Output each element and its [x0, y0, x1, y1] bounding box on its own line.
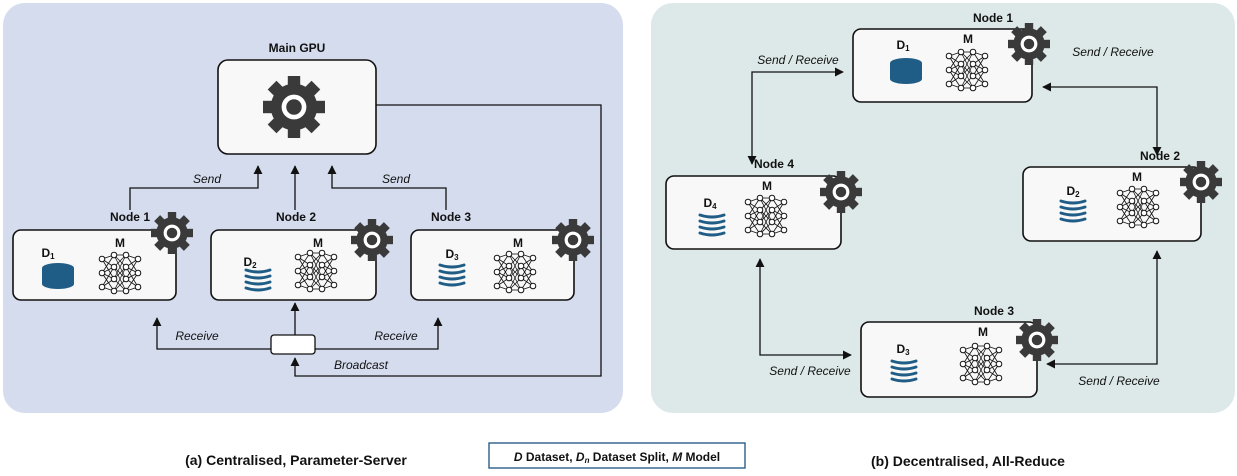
right-node1-gear-icon [1008, 23, 1050, 65]
broadcast-label: Broadcast [334, 358, 389, 372]
link-node1-node2 [1042, 82, 1162, 156]
right-node1-title: Node 1 [973, 11, 1013, 25]
left-node2-title: Node 2 [276, 210, 316, 224]
left-node1-dataset-label: D1 [41, 246, 55, 261]
left-node1-box [12, 229, 177, 301]
send-receive-label-bottom-right: Send / Receive [1078, 374, 1160, 388]
right-node2-box [1022, 166, 1202, 242]
gpu-to-broadcast-line [290, 104, 602, 377]
left-node2-gear-icon [351, 219, 393, 261]
left-node2-dataset-label: D2 [243, 255, 257, 270]
right-node2-gear-icon [1180, 161, 1222, 203]
left-node1-database-icon [42, 263, 74, 289]
send-receive-label-bottom-left: Send / Receive [769, 364, 851, 378]
right-node2-title: Node 2 [1140, 149, 1180, 163]
right-node1-model-label: M [963, 32, 973, 46]
send-receive-label-top-right: Send / Receive [1072, 45, 1154, 59]
right-node4-gear-icon [820, 171, 862, 213]
link-node4-node3 [755, 258, 852, 360]
main-gpu-title: Main GPU [269, 41, 326, 55]
right-node4-dataset-label: D4 [703, 196, 717, 211]
legend-text: D Dataset, Dn Dataset Split, M Model [514, 450, 720, 465]
right-node2-model-label: M [1132, 170, 1142, 184]
send-label-left: Send [193, 172, 221, 186]
left-node1-title: Node 1 [110, 210, 150, 224]
legend-box [488, 442, 746, 469]
left-node1-gear-icon [151, 212, 193, 254]
right-node3-dataset-label: D3 [896, 342, 910, 357]
send-arrow-node1 [129, 165, 263, 210]
receive-arrow-node3 [315, 317, 443, 350]
left-node3-box [410, 229, 575, 301]
caption-left: (a) Centralised, Parameter-Server [185, 452, 407, 468]
main-gpu-gear-icon [263, 76, 325, 138]
right-node3-title: Node 3 [974, 304, 1014, 318]
right-node4-title: Node 4 [754, 157, 794, 171]
right-node1-dataset-label: D1 [896, 38, 910, 53]
send-label-right: Send [382, 172, 410, 186]
right-node2-dataset-label: D2 [1066, 184, 1080, 199]
left-node3-model-label: M [513, 236, 523, 250]
send-arrow-node3 [327, 165, 447, 210]
left-node1-model-label: M [115, 236, 125, 250]
receive-label-right: Receive [374, 329, 418, 343]
right-node4-box [665, 175, 842, 250]
link-node2-node3 [1046, 250, 1162, 369]
caption-right: (b) Decentralised, All-Reduce [871, 453, 1065, 469]
right-node3-gear-icon [1016, 319, 1058, 361]
left-node3-dataset-label: D3 [445, 247, 459, 262]
right-node3-box [860, 321, 1038, 398]
right-node1-database-icon [890, 58, 922, 84]
left-node2-model-label: M [313, 236, 323, 250]
receive-label-left: Receive [175, 329, 219, 343]
left-node3-gear-icon [552, 219, 594, 261]
left-node3-title: Node 3 [431, 210, 471, 224]
right-node3-model-label: M [978, 325, 988, 339]
broadcast-box [270, 334, 316, 355]
right-node1-box [852, 28, 1033, 103]
send-receive-label-top-left: Send / Receive [757, 53, 839, 67]
right-node4-model-label: M [762, 179, 772, 193]
link-node1-node4 [747, 67, 844, 165]
receive-arrow-node1 [152, 317, 271, 350]
